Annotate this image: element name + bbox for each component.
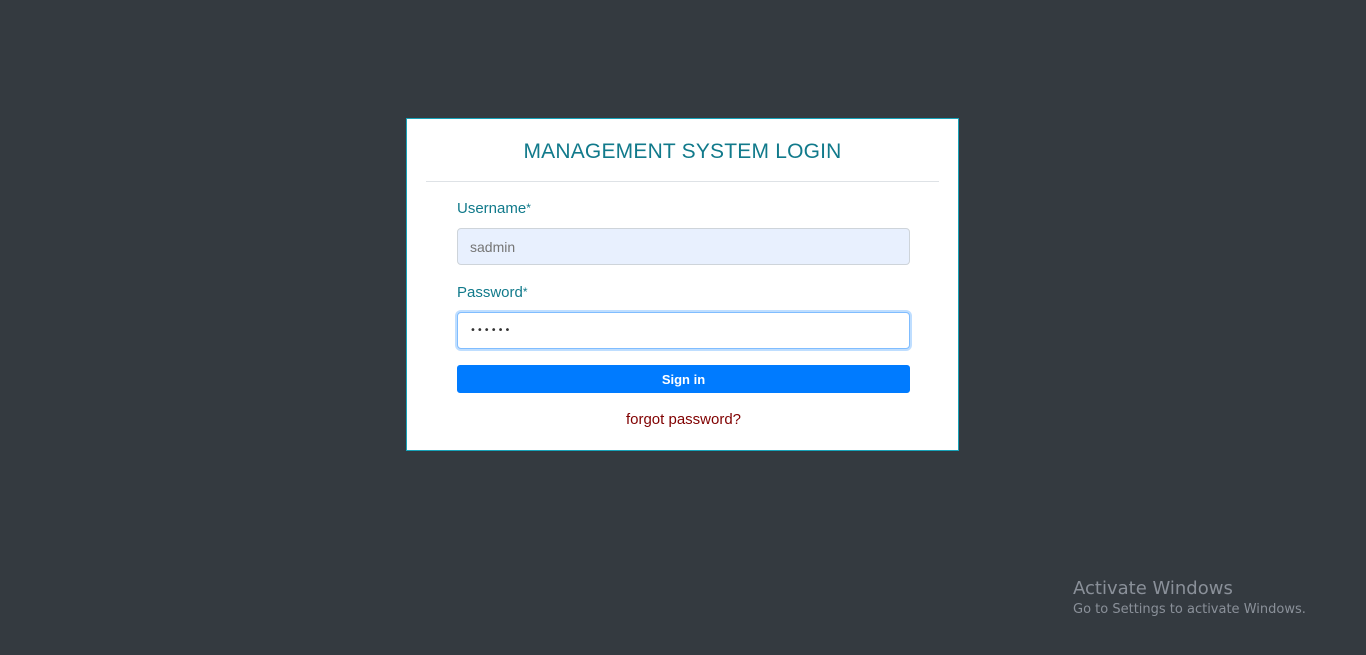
login-title: MANAGEMENT SYSTEM LOGIN: [523, 140, 842, 163]
title-divider: [426, 181, 939, 182]
login-card: MANAGEMENT SYSTEM LOGIN Username* Passwo…: [406, 118, 959, 451]
password-input[interactable]: [457, 312, 910, 349]
watermark-subtitle: Go to Settings to activate Windows.: [1073, 602, 1306, 617]
password-label-text: Password: [457, 284, 523, 301]
login-form: Username* Password* Sign in forgot passw…: [457, 199, 910, 431]
forgot-password-link[interactable]: forgot password?: [625, 411, 742, 428]
watermark-title: Activate Windows: [1073, 578, 1233, 599]
username-input[interactable]: [457, 228, 910, 265]
username-label-text: Username: [457, 200, 527, 217]
password-label: Password*: [457, 283, 910, 302]
password-required-mark: *: [522, 285, 528, 299]
sign-in-button[interactable]: Sign in: [457, 365, 910, 393]
forgot-password-row: forgot password?: [457, 411, 910, 431]
activate-windows-watermark: Activate Windows Go to Settings to activ…: [1073, 578, 1306, 619]
username-required-mark: *: [526, 201, 531, 215]
username-label: Username*: [457, 199, 910, 218]
